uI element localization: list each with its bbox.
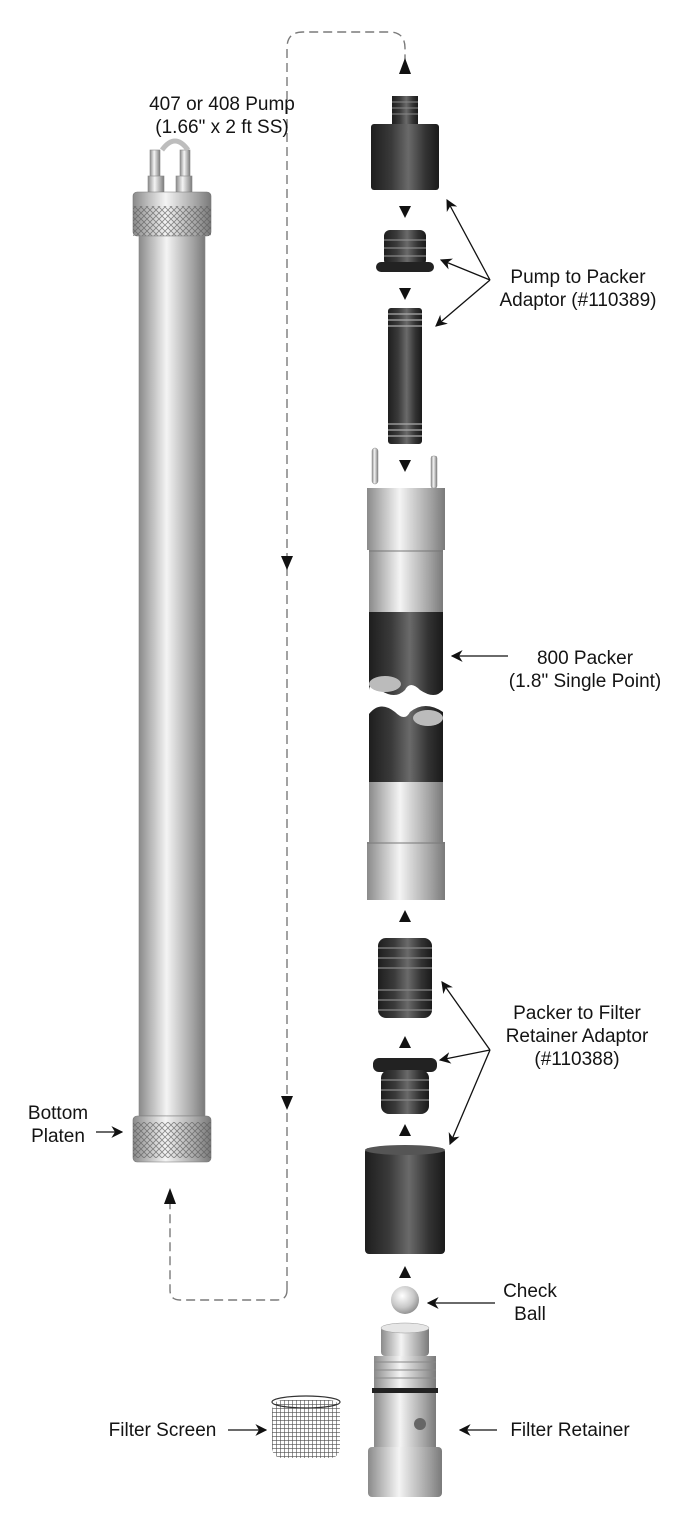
label-bottom-platen: Bottom Platen bbox=[18, 1102, 98, 1148]
packer-800-upper bbox=[367, 447, 445, 695]
arrow-up-icon bbox=[399, 1036, 411, 1048]
filter-screen bbox=[271, 1395, 341, 1458]
pump-adaptor-nipple bbox=[388, 308, 422, 444]
arrow-down-icon bbox=[281, 1096, 293, 1110]
label-pump-to-packer-adaptor: Pump to Packer Adaptor (#110389) bbox=[488, 266, 668, 312]
label-filter-retainer: Filter Retainer bbox=[500, 1419, 640, 1442]
arrow-up-icon bbox=[399, 1266, 411, 1278]
label-line: Ball bbox=[514, 1304, 546, 1325]
arrow-down-icon bbox=[281, 556, 293, 570]
filter-adaptor-bushing bbox=[373, 1058, 437, 1114]
pump-407-408 bbox=[132, 138, 212, 1163]
pump-adaptor-cap bbox=[371, 96, 439, 190]
label-line: Check bbox=[503, 1281, 557, 1302]
label-line: Packer to Filter bbox=[513, 1003, 641, 1024]
check-ball bbox=[391, 1286, 419, 1314]
label-line: 800 Packer bbox=[536, 648, 634, 669]
label-line: Adaptor (#110389) bbox=[499, 290, 657, 311]
arrow-up-icon bbox=[399, 1124, 411, 1136]
label-800-packer: 800 Packer (1.8" Single Point) bbox=[485, 647, 680, 693]
arrow-up-icon bbox=[164, 1188, 176, 1204]
callout-pump-to-packer bbox=[435, 198, 491, 327]
callout-packer-to-filter bbox=[438, 981, 491, 1146]
label-check-ball: Check Ball bbox=[490, 1280, 570, 1326]
label-line: Filter Screen bbox=[108, 1420, 217, 1441]
assembly-path-dashed bbox=[169, 31, 406, 1301]
arrow-down-icon bbox=[399, 460, 411, 472]
filter-retainer bbox=[368, 1322, 442, 1497]
arrow-up-icon bbox=[399, 58, 411, 74]
label-line: (1.8" Single Point) bbox=[508, 671, 662, 692]
label-pump: 407 or 408 Pump (1.66" x 2 ft SS) bbox=[112, 93, 332, 139]
pump-adaptor-bushing bbox=[376, 230, 434, 272]
label-line: Platen bbox=[31, 1126, 85, 1147]
filter-adaptor-coupling bbox=[378, 938, 432, 1018]
label-line: Filter Retainer bbox=[510, 1420, 630, 1441]
label-line: Pump to Packer bbox=[510, 267, 646, 288]
arrow-down-icon bbox=[399, 288, 411, 300]
label-line: (#110388) bbox=[534, 1049, 620, 1070]
label-filter-screen: Filter Screen bbox=[100, 1419, 225, 1442]
arrow-down-icon bbox=[399, 206, 411, 218]
label-line: Bottom bbox=[27, 1103, 89, 1124]
label-packer-to-filter-retainer-adaptor: Packer to Filter Retainer Adaptor (#1103… bbox=[487, 1002, 667, 1071]
label-line: Retainer Adaptor bbox=[505, 1026, 649, 1047]
filter-adaptor-sleeve bbox=[365, 1145, 445, 1254]
packer-800-lower bbox=[367, 706, 445, 900]
label-pump-line1: 407 or 408 Pump bbox=[149, 94, 295, 115]
arrow-up-icon bbox=[399, 910, 411, 922]
label-pump-line2: (1.66" x 2 ft SS) bbox=[155, 117, 289, 138]
